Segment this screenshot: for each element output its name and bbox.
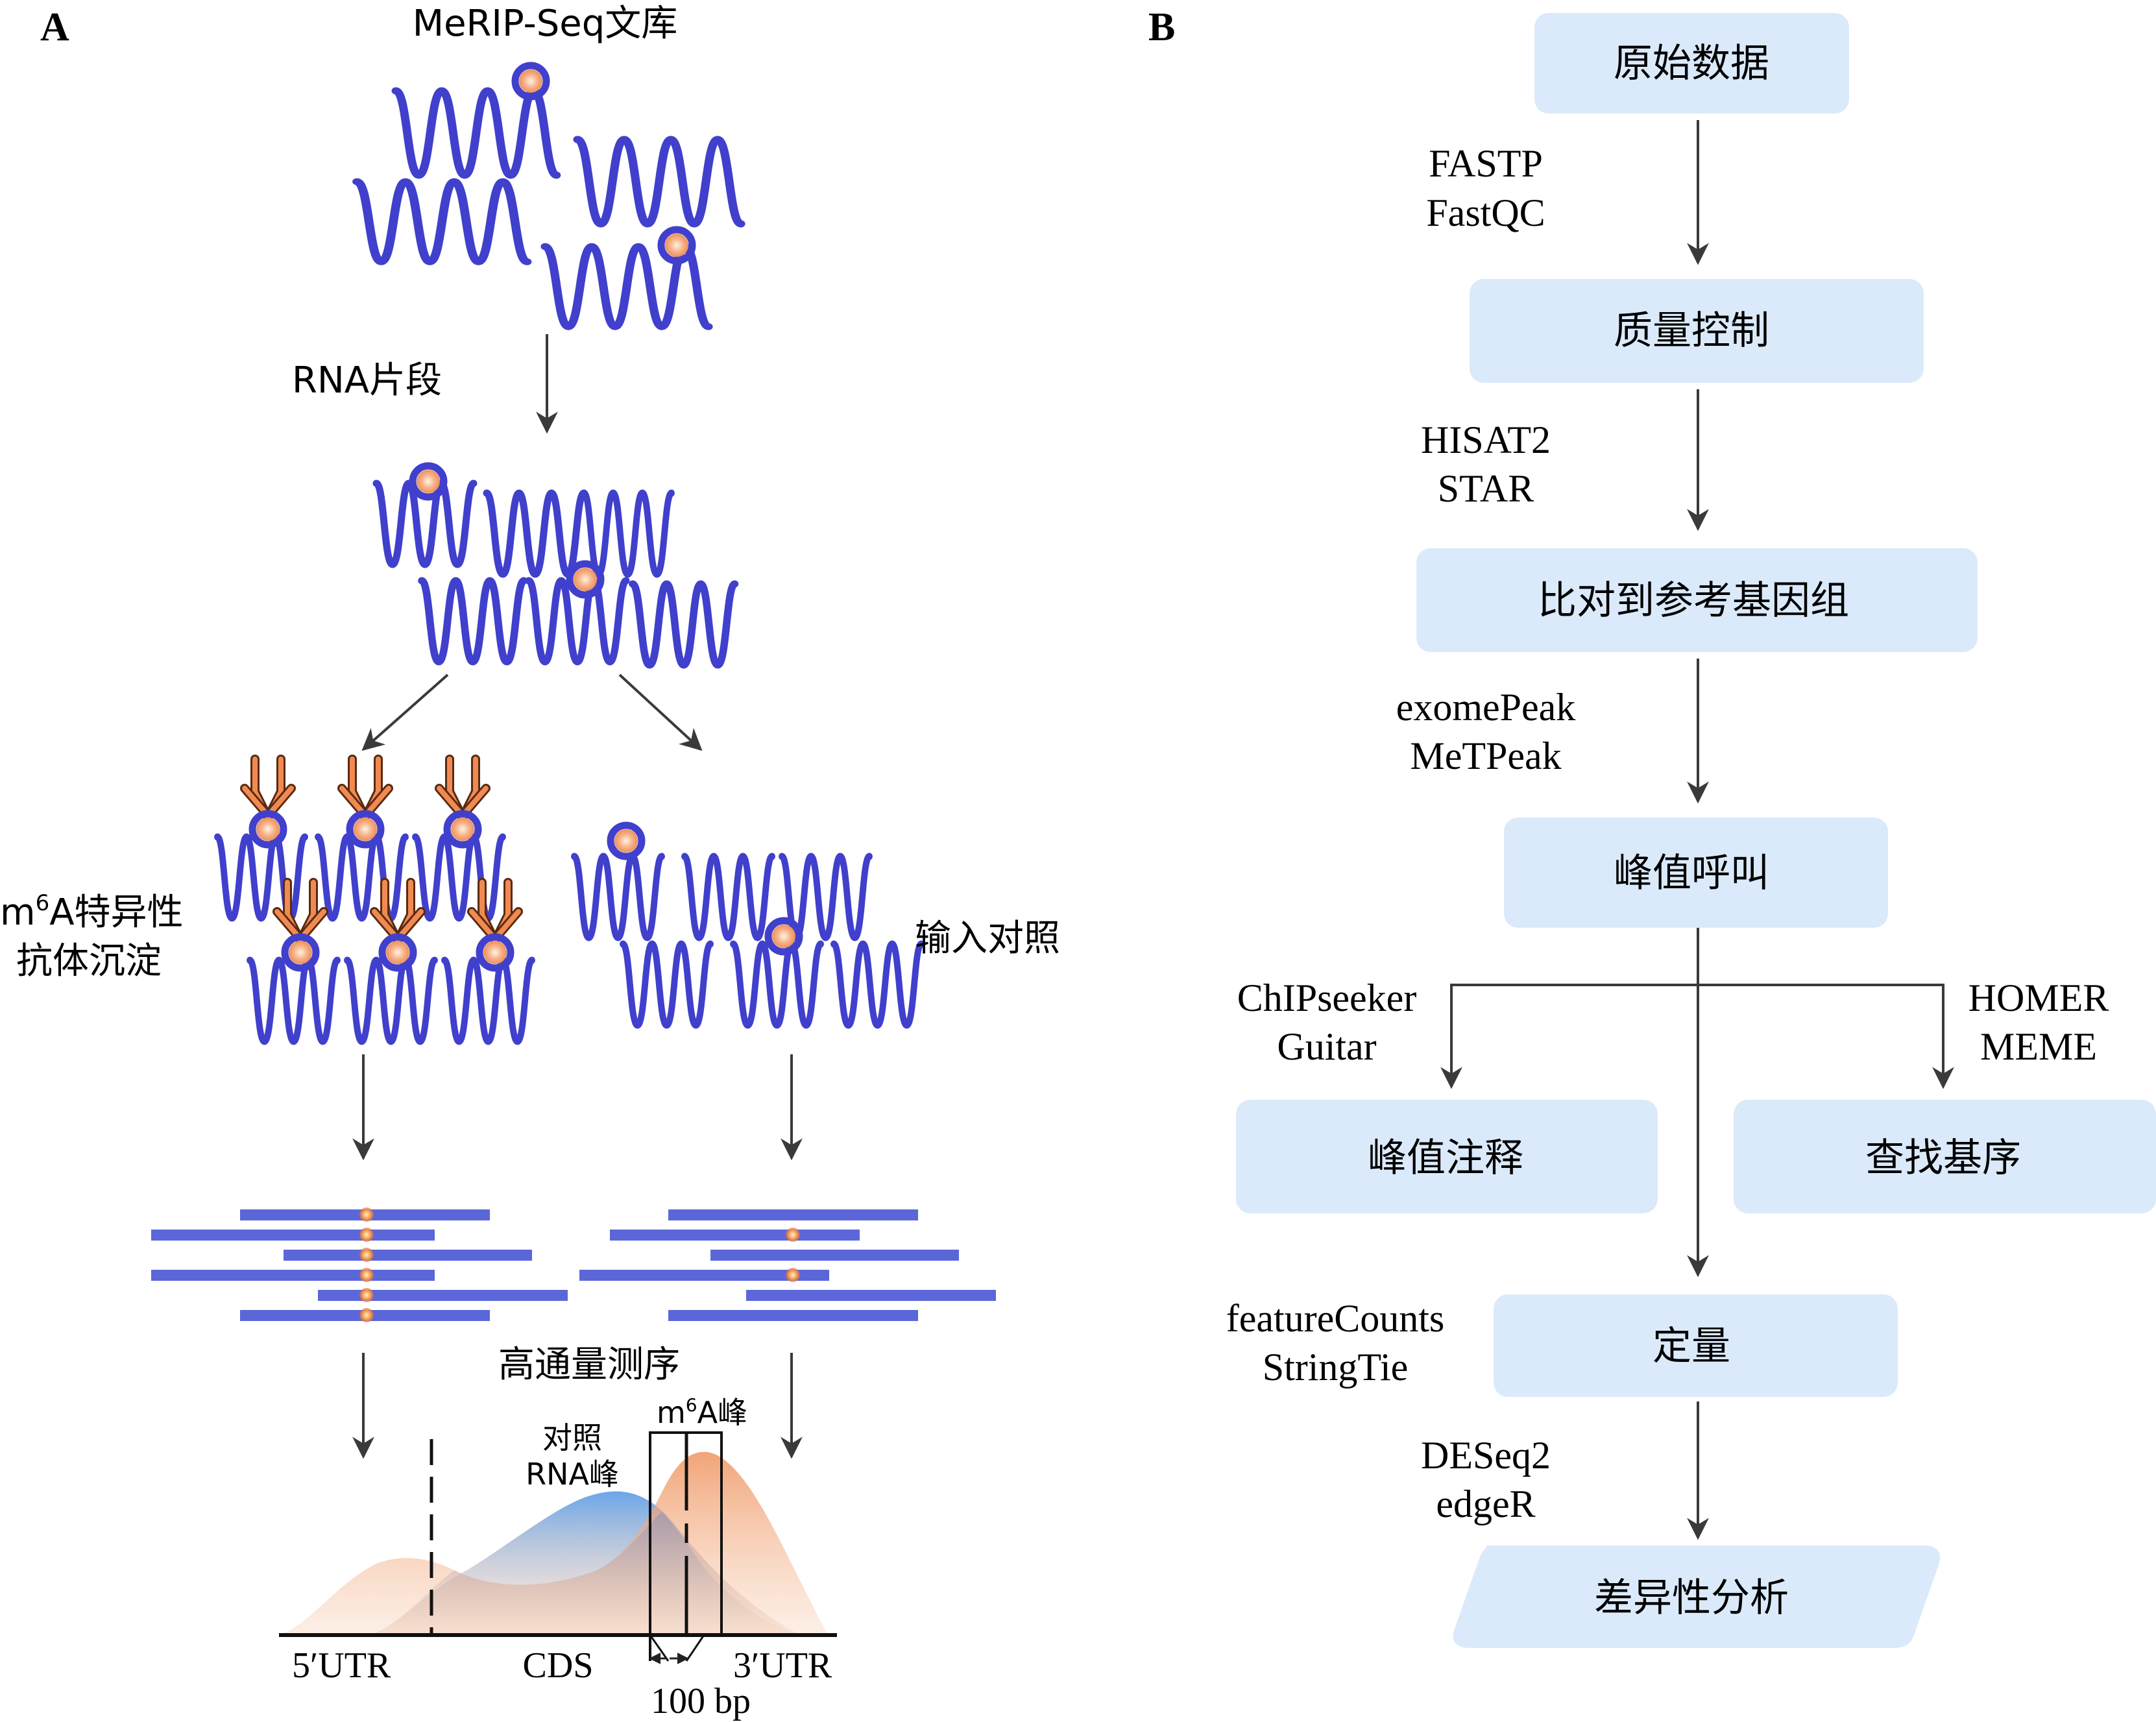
ip-label-line1: m6A特异性 [0, 890, 184, 934]
step-differential-analysis: 差异性分析 [1453, 1546, 1941, 1648]
input-read-peaks [786, 1228, 800, 1282]
control-peak-label-line1: 对照 [542, 1420, 602, 1455]
input-reads [579, 1209, 996, 1321]
step-quality-control: 质量控制 [1470, 279, 1924, 383]
tool-fastp: FASTP [1429, 142, 1543, 185]
tool-deseq2: DESeq2 [1421, 1434, 1551, 1477]
input-control-label: 输入对照 [915, 917, 1060, 960]
overlap-region [373, 1512, 798, 1634]
tool-homer: HOMER [1968, 976, 2109, 1019]
modification-dot [413, 466, 444, 497]
ip-reads [151, 1209, 568, 1321]
coverage-plot [279, 1431, 837, 1664]
tool-metpeak: MeTPeak [1410, 734, 1561, 777]
svg-text:原始数据: 原始数据 [1614, 41, 1769, 86]
arrow-to-input [618, 673, 703, 751]
rna-fragments [376, 483, 735, 665]
rna-fragments-label: RNA片段 [292, 359, 442, 402]
step-peak-annotation: 峰值注释 [1236, 1100, 1658, 1213]
svg-text:查找基序: 查找基序 [1865, 1135, 2021, 1181]
m6a-peak-label: m6A峰 [657, 1394, 747, 1430]
tool-featurecounts: featureCounts [1226, 1297, 1445, 1340]
svg-text:峰值呼叫: 峰值呼叫 [1614, 851, 1769, 896]
modification-dot [661, 230, 692, 261]
step-raw-data: 原始数据 [1534, 13, 1849, 114]
tool-fastqc: FastQC [1426, 191, 1545, 234]
modification-dot [768, 921, 799, 952]
arrow-to-ip [361, 673, 449, 751]
ip-label-line2: 抗体沉淀 [16, 940, 162, 982]
input-fragments [574, 856, 921, 1025]
tool-guitar: Guitar [1277, 1025, 1376, 1068]
tool-hisat2: HISAT2 [1421, 418, 1551, 461]
cds-label: CDS [523, 1645, 594, 1686]
svg-text:质量控制: 质量控制 [1614, 308, 1769, 354]
branch-lines [1440, 928, 1954, 1278]
step-align-reference: 比对到参考基因组 [1416, 548, 1978, 652]
control-peak-label-line2: RNA峰 [526, 1457, 619, 1492]
library-title: MeRIP-Seq文库 [413, 3, 678, 45]
panel-b: B 原始数据 FASTP FastQC 质量控制 HISAT2 STAR 比对到… [1148, 5, 2156, 1648]
step-find-motif: 查找基序 [1734, 1100, 2156, 1213]
step-quantification: 定量 [1494, 1294, 1898, 1397]
panel-a: A MeRIP-Seq文库 RNA片段 [0, 3, 1060, 1721]
step-peak-calling: 峰值呼叫 [1504, 818, 1888, 928]
panel-b-label: B [1148, 5, 1175, 49]
svg-text:比对到参考基因组: 比对到参考基因组 [1538, 578, 1849, 624]
panel-a-label: A [40, 5, 69, 49]
tool-exomepeak: exomePeak [1396, 686, 1576, 729]
modification-dot [515, 66, 546, 97]
ip-read-peaks [359, 1207, 374, 1322]
tool-chipseeker: ChIPseeker [1237, 976, 1417, 1019]
utr3-label: 3′UTR [733, 1645, 832, 1686]
svg-text:定量: 定量 [1653, 1324, 1730, 1369]
svg-text:差异性分析: 差异性分析 [1594, 1575, 1789, 1621]
rna-library [357, 91, 741, 327]
sequencing-label: 高通量测序 [498, 1344, 680, 1386]
svg-text:峰值注释: 峰值注释 [1368, 1135, 1523, 1181]
modification-dot [570, 564, 601, 595]
tool-edger: edgeR [1436, 1483, 1535, 1525]
tool-meme: MEME [1980, 1025, 2097, 1068]
modification-dot [611, 825, 642, 856]
bp-scale-label: 100 bp [651, 1681, 751, 1721]
tool-stringtie: StringTie [1263, 1346, 1409, 1389]
utr5-label: 5′UTR [292, 1645, 391, 1686]
tool-star: STAR [1438, 467, 1534, 510]
